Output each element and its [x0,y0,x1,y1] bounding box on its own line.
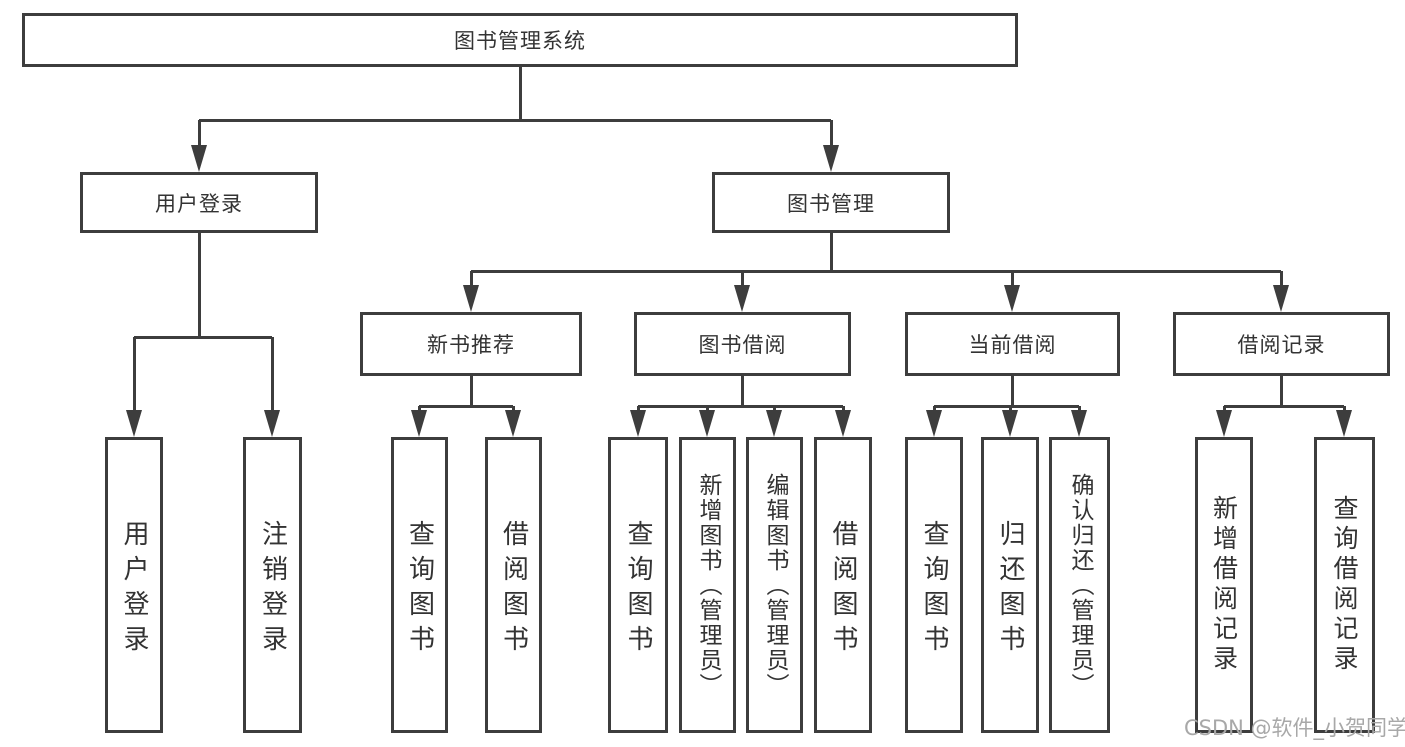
arrow-stem [830,120,833,154]
arrow-stem [470,271,473,294]
node-label: 查询借阅记录 [1330,495,1359,675]
arrowhead-down-icon [835,410,851,437]
arrowhead-down-icon [699,410,715,437]
node-label: 借阅记录 [1237,333,1326,357]
watermark: CSDN @软件_小贺同学 [1184,716,1405,740]
arrowhead-down-icon [411,410,427,437]
arrow-stem [741,271,744,294]
node-leaf-query-book-3: 查询图书 [905,437,963,733]
node-label: 新增借阅记录 [1209,495,1239,675]
connector-line-vertical [1280,376,1283,407]
node-label: 查询图书 [404,519,435,660]
arrow-stem [1280,271,1283,294]
arrowhead-down-icon [1002,410,1018,437]
node-label: 图书管理 [787,191,875,216]
node-label: 当前借阅 [968,333,1057,357]
node-leaf-query-book-1: 查询图书 [391,437,448,733]
arrowhead-down-icon [630,410,646,437]
connector-line-horizontal [934,405,1079,408]
node-book-management: 图书管理 [712,172,950,233]
connector-line-vertical [1011,376,1014,407]
node-label: 查询图书 [919,519,949,660]
node-label: 注销登录 [257,519,288,660]
node-leaf-edit-book-admin: 编辑图书（管理员） [746,437,803,733]
connector-line-vertical [741,376,744,407]
arrowhead-down-icon [1071,410,1087,437]
node-leaf-logout: 注销登录 [243,437,302,733]
node-label: 新增图书（管理员） [695,472,721,698]
connector-line-vertical [470,376,473,407]
arrow-stem [271,337,274,419]
node-leaf-confirm-return-admin: 确认归还（管理员） [1049,437,1110,733]
node-label: 用户登录 [155,191,243,216]
node-label: 编辑图书（管理员） [762,472,788,698]
node-leaf-borrow-book-1: 借阅图书 [485,437,542,733]
arrowhead-down-icon [505,410,521,437]
connector-line-horizontal [471,270,1281,273]
arrow-stem [198,120,201,154]
node-leaf-add-borrow-record: 新增借阅记录 [1195,437,1253,733]
node-user-login: 用户登录 [80,172,318,233]
node-leaf-query-borrow-record: 查询借阅记录 [1314,437,1375,733]
connector-line-vertical [830,233,833,272]
connector-line-horizontal [1224,405,1344,408]
node-book-borrowing: 图书借阅 [634,312,851,376]
node-label: 借阅图书 [498,519,529,660]
node-label: 归还图书 [995,519,1025,660]
arrowhead-down-icon [126,410,142,437]
arrowhead-down-icon [926,410,942,437]
arrow-stem [133,337,136,419]
arrowhead-down-icon [1004,285,1020,312]
node-leaf-user-login: 用户登录 [105,437,163,733]
node-root: 图书管理系统 [22,13,1018,67]
node-label: 确认归还（管理员） [1067,472,1093,698]
node-label: 图书管理系统 [454,29,586,53]
arrowhead-down-icon [734,285,750,312]
connector-line-horizontal [134,336,272,339]
node-borrowing-records: 借阅记录 [1173,312,1390,376]
connector-line-horizontal [419,405,513,408]
node-label: 图书借阅 [698,333,787,357]
node-label: 新书推荐 [427,333,515,357]
node-leaf-borrow-book-2: 借阅图书 [814,437,872,733]
arrowhead-down-icon [463,285,479,312]
node-label: 借阅图书 [828,519,858,660]
arrowhead-down-icon [1216,410,1232,437]
connector-line-horizontal [638,405,843,408]
node-leaf-query-book-2: 查询图书 [608,437,668,733]
node-label: 查询图书 [623,519,653,660]
arrowhead-down-icon [1273,285,1289,312]
connector-line-vertical [198,233,201,338]
node-label: 用户登录 [119,519,149,660]
connector-line-vertical [519,67,522,121]
arrow-stem [1011,271,1014,294]
arrowhead-down-icon [264,410,280,437]
node-leaf-return-book: 归还图书 [981,437,1039,733]
node-new-book-recommend: 新书推荐 [360,312,582,376]
arrowhead-down-icon [766,410,782,437]
connector-line-horizontal [199,119,831,122]
node-current-borrowing: 当前借阅 [905,312,1120,376]
node-leaf-add-book-admin: 新增图书（管理员） [679,437,736,733]
arrowhead-down-icon [823,145,839,172]
arrowhead-down-icon [1336,410,1352,437]
arrowhead-down-icon [191,145,207,172]
